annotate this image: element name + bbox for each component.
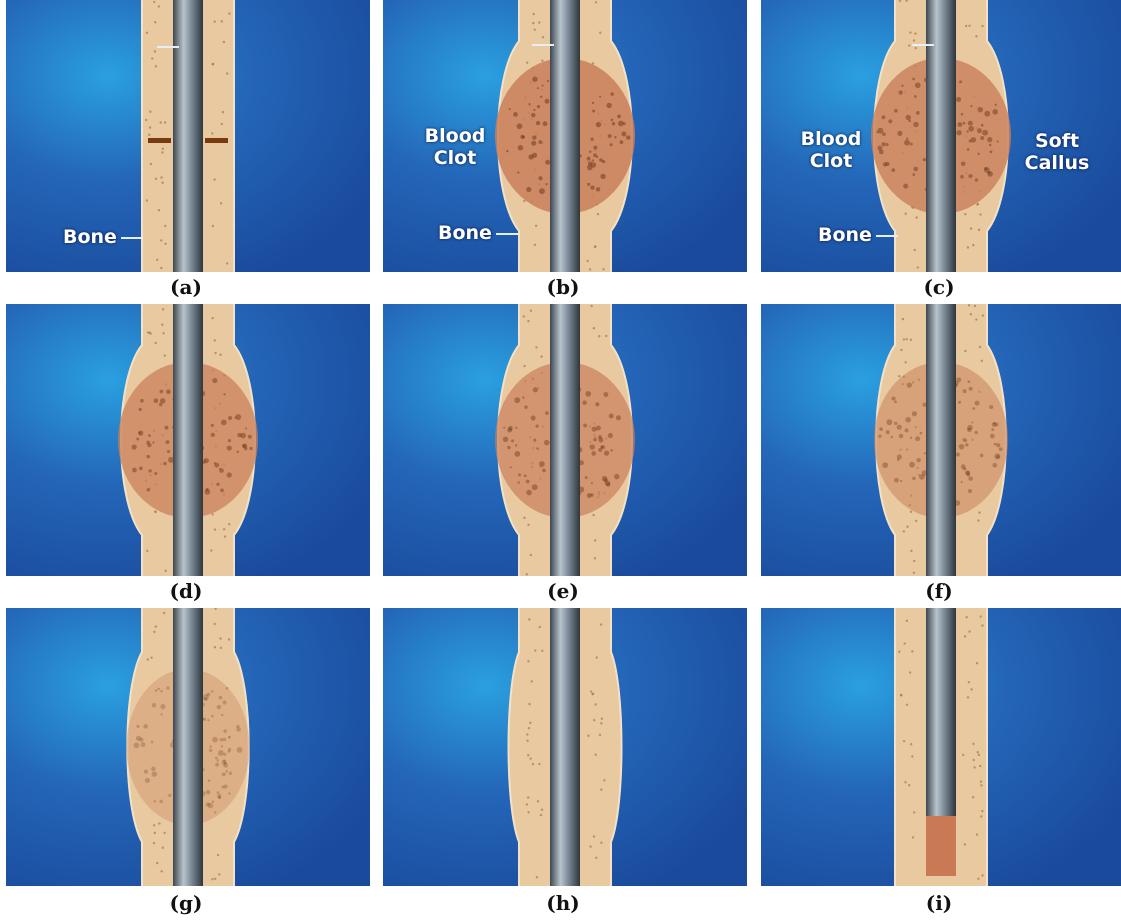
bone-label-b: Bone xyxy=(438,222,492,244)
metal-rod xyxy=(550,608,580,886)
bone-label-c: Bone xyxy=(818,224,872,246)
fracture-illustration-h xyxy=(383,608,747,886)
fracture-line-left xyxy=(148,138,171,143)
metal-rod xyxy=(550,304,580,576)
caption-h: (h) xyxy=(503,893,623,913)
rod-tip xyxy=(926,816,956,876)
blood-clot-line1-b: Blood xyxy=(420,125,490,147)
caption-g: (g) xyxy=(126,893,246,913)
blood-clot-label-b: Blood Clot xyxy=(420,125,490,169)
bone-leader-a xyxy=(121,237,143,239)
soft-callus-label-c: Soft Callus xyxy=(1021,130,1093,174)
soft-callus-line1-c: Soft xyxy=(1021,130,1093,152)
caption-c: (c) xyxy=(879,277,999,297)
blood-clot-line2-b: Clot xyxy=(420,147,490,169)
caption-f: (f) xyxy=(879,581,999,601)
blood-clot-line2-c: Clot xyxy=(796,150,866,172)
fracture-illustration-e xyxy=(383,304,747,576)
caption-d: (d) xyxy=(126,581,246,601)
panel-e xyxy=(383,304,747,576)
metal-rod xyxy=(550,0,580,272)
metal-rod xyxy=(173,304,203,576)
caption-b: (b) xyxy=(503,277,623,297)
caption-i: (i) xyxy=(879,893,999,913)
fracture-illustration-i xyxy=(761,608,1121,886)
panel-i xyxy=(761,608,1121,886)
panel-f xyxy=(761,304,1121,576)
rod-leader-c xyxy=(912,44,934,46)
fracture-illustration-d xyxy=(6,304,370,576)
panel-g xyxy=(6,608,370,886)
metal-rod xyxy=(173,0,203,272)
panel-h xyxy=(383,608,747,886)
metal-rod xyxy=(926,0,956,272)
bone-leader-b xyxy=(496,233,518,235)
metal-rod xyxy=(926,608,956,816)
caption-e: (e) xyxy=(503,581,623,601)
metal-rod xyxy=(173,608,203,886)
bone-leader-c xyxy=(876,235,898,237)
caption-a: (a) xyxy=(126,277,246,297)
rod-leader-a xyxy=(157,46,179,48)
blood-clot-line1-c: Blood xyxy=(796,128,866,150)
fracture-illustration-f xyxy=(761,304,1121,576)
metal-rod xyxy=(926,304,956,576)
soft-callus-line2-c: Callus xyxy=(1021,152,1093,174)
rod-leader-b xyxy=(532,44,554,46)
fracture-illustration-g xyxy=(6,608,370,886)
fracture-illustration-a xyxy=(6,0,370,272)
panel-d xyxy=(6,304,370,576)
panel-a xyxy=(6,0,370,272)
bone-label-a: Bone xyxy=(63,226,117,248)
blood-clot-label-c: Blood Clot xyxy=(796,128,866,172)
fracture-line-right xyxy=(205,138,228,143)
